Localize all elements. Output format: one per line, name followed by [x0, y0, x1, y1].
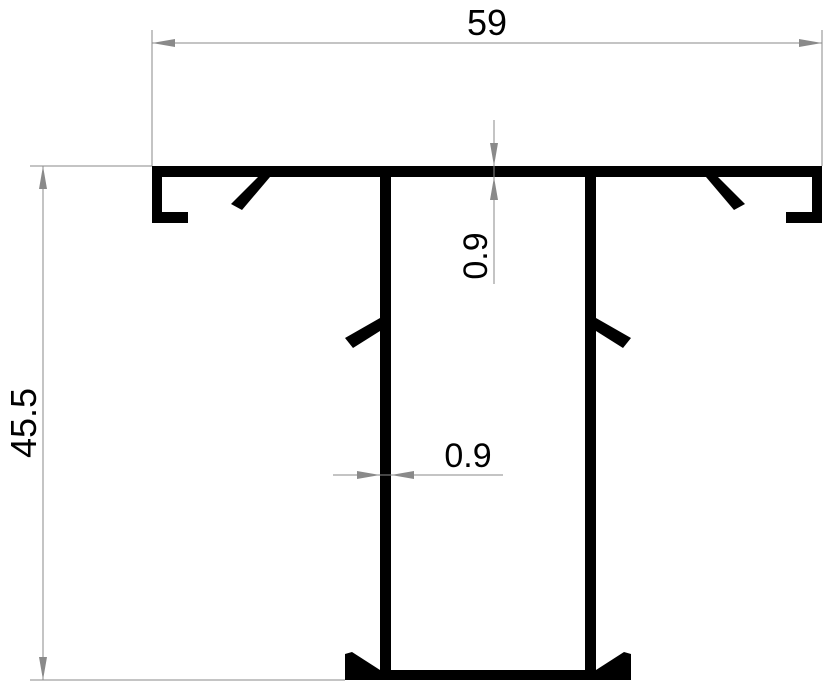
height-dimension: 45.5: [3, 165, 345, 681]
width-arrow-left: [152, 39, 175, 47]
web-thickness-arrow-right: [391, 471, 414, 479]
right-foot: [596, 652, 631, 680]
flange-thickness-dimension: 0.9: [457, 120, 498, 284]
flange-thickness-arrow-top: [490, 143, 498, 166]
width-dimension: 59: [151, 2, 823, 166]
width-arrow-right: [799, 39, 822, 47]
top-flange: [152, 166, 822, 177]
right-lip-leg: [812, 166, 822, 223]
left-lip-leg: [152, 166, 162, 223]
flange-thickness-arrow-bottom: [490, 177, 498, 200]
width-label: 59: [467, 2, 507, 43]
right-lip-return: [786, 212, 822, 223]
height-arrow-bottom: [39, 657, 47, 680]
left-web-barb: [345, 318, 380, 348]
right-web: [585, 177, 596, 680]
flange-thickness-label: 0.9: [457, 232, 495, 279]
height-label: 45.5: [3, 388, 44, 458]
t-profile-section: [152, 166, 822, 680]
bottom-plate: [380, 670, 596, 680]
web-thickness-dimension: 0.9: [333, 437, 503, 479]
left-foot: [345, 652, 380, 680]
left-flange-fin: [231, 177, 270, 210]
web-thickness-label: 0.9: [444, 437, 491, 475]
right-flange-fin: [706, 177, 745, 210]
height-arrow-top: [39, 166, 47, 189]
left-web: [380, 177, 391, 680]
right-web-barb: [596, 318, 631, 348]
left-lip-return: [152, 212, 188, 223]
web-thickness-arrow-left: [357, 471, 380, 479]
